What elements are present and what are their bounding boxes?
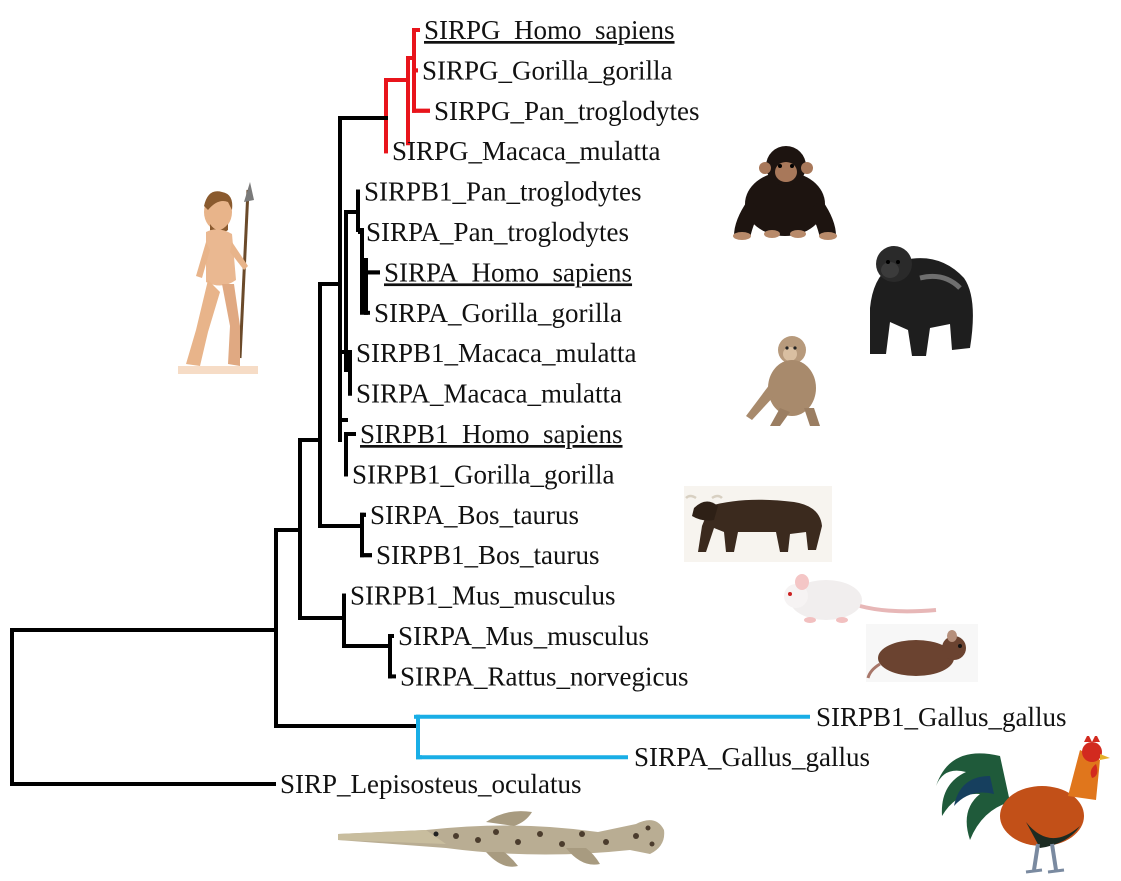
leaf-label: SIRPG_Gorilla_gorilla	[422, 55, 673, 85]
rat-icon	[866, 624, 978, 682]
leaf-label: SIRPA_Rattus_norvegicus	[400, 661, 689, 691]
leaf-label: SIRPB1_Gorilla_gorilla	[352, 459, 615, 489]
leaf-label: SIRPA_Gorilla_gorilla	[374, 298, 622, 328]
chimpanzee-icon	[728, 140, 842, 242]
human-figure-icon	[178, 180, 270, 375]
leaf-label: SIRPB1_Homo_sapiens	[360, 419, 623, 449]
mouse-icon	[780, 566, 940, 626]
leaf-label: SIRPG_Macaca_mulatta	[392, 136, 660, 166]
rooster-icon	[930, 736, 1112, 878]
leaf-label: SIRPG_Homo_sapiens	[424, 15, 675, 45]
macaque-icon	[740, 330, 828, 430]
leaf-label: SIRPB1_Mus_musculus	[350, 581, 616, 611]
leaf-label: SIRPB1_Macaca_mulatta	[356, 338, 636, 368]
leaf-label: SIRPA_Pan_troglodytes	[366, 217, 629, 247]
leaf-label: SIRPA_Macaca_mulatta	[356, 379, 622, 409]
leaf-label: SIRPB1_Bos_taurus	[376, 540, 600, 570]
leaf-label: SIRPA_Homo_sapiens	[384, 257, 632, 287]
leaf-label: SIRP_Lepisosteus_oculatus	[280, 769, 582, 799]
leaf-label: SIRPB1_Gallus_gallus	[816, 702, 1067, 732]
leaf-label: SIRPA_Mus_musculus	[398, 621, 649, 651]
leaf-label: SIRPG_Pan_troglodytes	[434, 96, 700, 126]
leaf-label: SIRPA_Gallus_gallus	[634, 742, 870, 772]
gorilla-icon	[860, 238, 980, 360]
leaf-label: SIRPA_Bos_taurus	[370, 500, 579, 530]
gar-fish-icon	[336, 804, 668, 876]
bull-icon	[684, 486, 832, 562]
leaf-label: SIRPB1_Pan_troglodytes	[364, 177, 642, 207]
